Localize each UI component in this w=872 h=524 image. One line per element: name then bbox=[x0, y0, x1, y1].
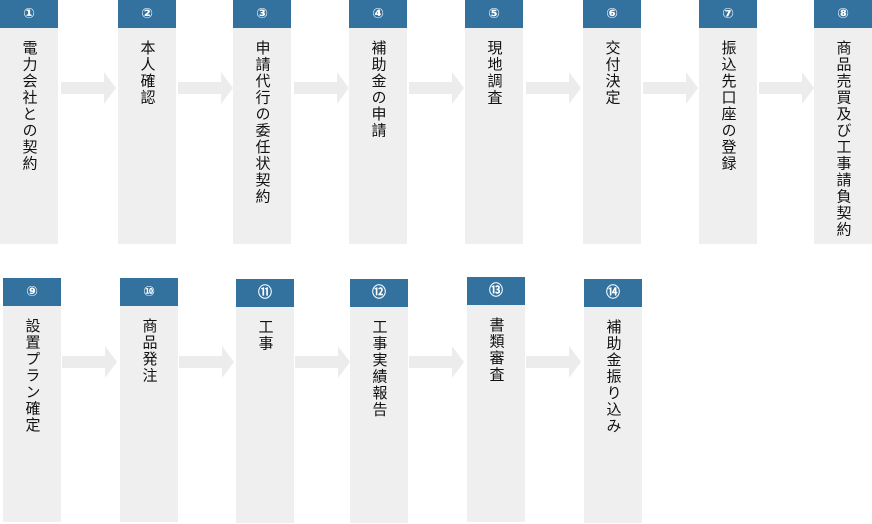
step-13: ⑬ 書類審査 bbox=[467, 277, 525, 522]
step-1: ① 電力会社との契約 bbox=[0, 0, 58, 244]
step-number: ⑧ bbox=[814, 0, 872, 28]
arrow-right-icon bbox=[62, 346, 118, 378]
step-number: ⑥ bbox=[583, 0, 641, 28]
step-label: 交付決定 bbox=[603, 40, 622, 106]
step-4: ④ 補助金の申請 bbox=[349, 0, 407, 244]
step-body: 振込先口座の登録 bbox=[699, 28, 757, 244]
step-number: ⑬ bbox=[467, 277, 525, 305]
step-label: 補助金振り込み bbox=[604, 319, 623, 435]
step-number: ② bbox=[118, 0, 176, 28]
step-body: 工事 bbox=[236, 307, 294, 523]
arrow-right-icon bbox=[759, 72, 815, 104]
step-number: ⑩ bbox=[120, 278, 178, 306]
step-number: ⑨ bbox=[3, 278, 61, 306]
step-label: 補助金の申請 bbox=[369, 40, 388, 139]
step-2: ② 本人確認 bbox=[118, 0, 176, 244]
step-body: 工事実績報告 bbox=[350, 307, 408, 523]
arrow-right-icon bbox=[295, 346, 351, 378]
arrow-right-icon bbox=[179, 346, 235, 378]
step-body: 本人確認 bbox=[118, 28, 176, 244]
step-8: ⑧ 商品売買及び工事請負契約 bbox=[814, 0, 872, 244]
step-number: ⑦ bbox=[699, 0, 757, 28]
step-10: ⑩ 商品発注 bbox=[120, 278, 178, 522]
arrow-right-icon bbox=[178, 72, 234, 104]
arrow-right-icon bbox=[643, 72, 699, 104]
arrow-right-icon bbox=[409, 72, 465, 104]
step-label: 商品売買及び工事請負契約 bbox=[834, 40, 853, 238]
step-label: 工事実績報告 bbox=[370, 319, 389, 418]
step-14: ⑭ 補助金振り込み bbox=[584, 279, 642, 523]
step-body: 補助金の申請 bbox=[349, 28, 407, 244]
arrow-right-icon bbox=[294, 72, 350, 104]
step-body: 申請代行の委任状契約 bbox=[233, 28, 291, 244]
step-body: 交付決定 bbox=[583, 28, 641, 244]
step-number: ① bbox=[0, 0, 58, 28]
step-7: ⑦ 振込先口座の登録 bbox=[699, 0, 757, 244]
step-12: ⑫ 工事実績報告 bbox=[350, 279, 408, 523]
step-number: ⑪ bbox=[236, 279, 294, 307]
arrow-right-icon bbox=[526, 72, 582, 104]
step-9: ⑨ 設置プラン確定 bbox=[3, 278, 61, 522]
step-body: 設置プラン確定 bbox=[3, 306, 61, 522]
step-label: 工事 bbox=[256, 319, 275, 352]
step-number: ⑫ bbox=[350, 279, 408, 307]
step-label: 申請代行の委任状契約 bbox=[253, 40, 272, 205]
arrow-right-icon bbox=[526, 346, 582, 378]
step-number: ⑭ bbox=[584, 279, 642, 307]
step-3: ③ 申請代行の委任状契約 bbox=[233, 0, 291, 244]
step-label: 書類審査 bbox=[487, 317, 506, 383]
step-number: ③ bbox=[233, 0, 291, 28]
step-body: 現地調査 bbox=[465, 28, 523, 244]
step-body: 商品発注 bbox=[120, 306, 178, 522]
arrow-right-icon bbox=[409, 346, 465, 378]
step-body: 商品売買及び工事請負契約 bbox=[814, 28, 872, 244]
step-label: 設置プラン確定 bbox=[23, 318, 42, 434]
step-number: ⑤ bbox=[465, 0, 523, 28]
step-label: 現地調査 bbox=[485, 40, 504, 106]
step-label: 本人確認 bbox=[138, 40, 157, 106]
step-label: 振込先口座の登録 bbox=[719, 40, 738, 172]
step-label: 商品発注 bbox=[140, 318, 159, 384]
arrow-right-icon bbox=[61, 72, 117, 104]
step-number: ④ bbox=[349, 0, 407, 28]
step-label: 電力会社との契約 bbox=[20, 40, 39, 172]
step-body: 電力会社との契約 bbox=[0, 28, 58, 244]
step-5: ⑤ 現地調査 bbox=[465, 0, 523, 244]
step-6: ⑥ 交付決定 bbox=[583, 0, 641, 244]
step-11: ⑪ 工事 bbox=[236, 279, 294, 523]
step-body: 補助金振り込み bbox=[584, 307, 642, 523]
step-body: 書類審査 bbox=[467, 305, 525, 522]
